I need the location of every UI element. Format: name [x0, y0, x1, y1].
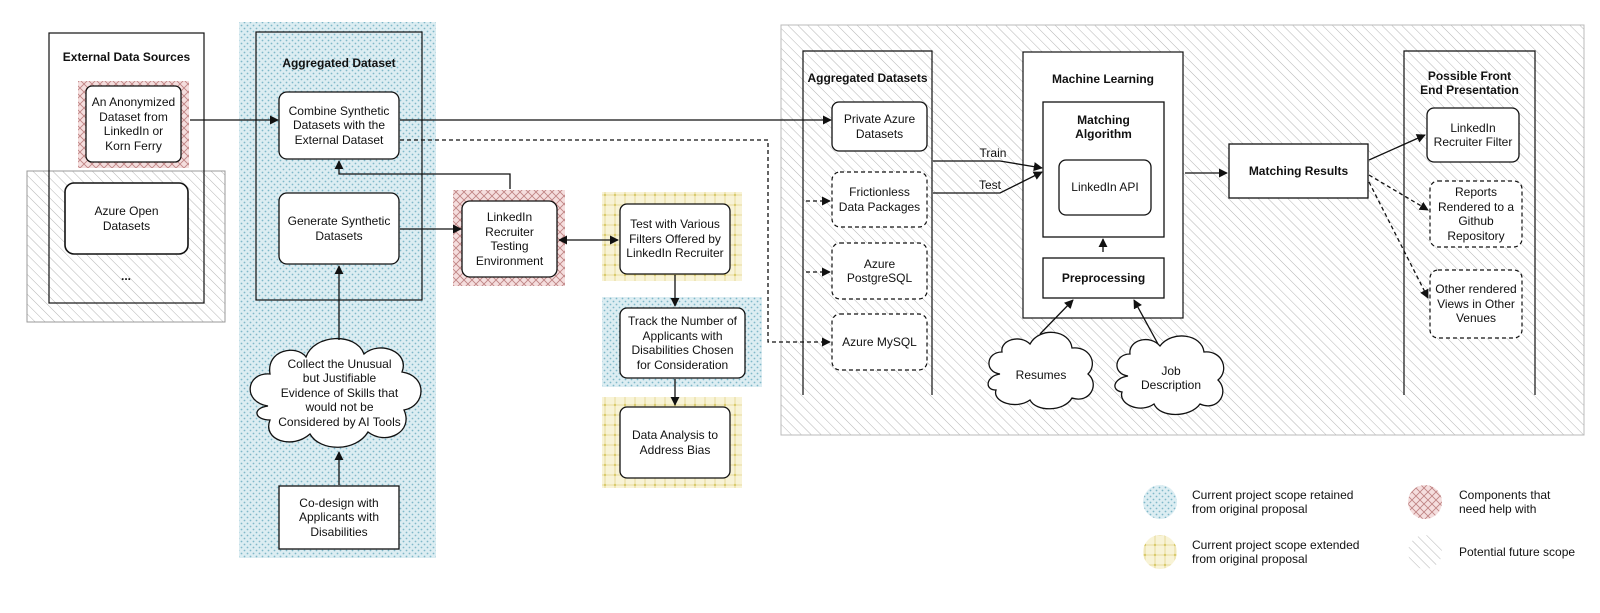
node-combine — [278, 91, 400, 160]
node-recruiter-filter — [1426, 107, 1520, 163]
edge-results-to-reports — [1368, 174, 1429, 211]
cloud-resumes — [987, 331, 1094, 410]
node-reports — [1429, 180, 1523, 248]
edge-results-to-other — [1368, 181, 1429, 299]
node-test-filters — [619, 203, 731, 275]
node-anonymized-dataset — [85, 85, 182, 163]
cloud-job-description — [1114, 335, 1225, 416]
legend-future-label: Potential future scope — [1459, 544, 1576, 559]
legend-extended-swatch — [1143, 535, 1177, 569]
node-private-azure-label: Private Azure Datasets — [843, 112, 916, 141]
node-azure-open — [64, 182, 189, 255]
node-data-analysis — [619, 406, 731, 479]
node-test-filters-label: Test with Various Filters Offered by Lin… — [626, 217, 724, 261]
node-mysql — [831, 313, 928, 371]
cloud-job-description-label: Job Description — [1140, 363, 1202, 393]
edge-results-to-filter — [1368, 134, 1426, 161]
node-linkedin-test-env — [461, 200, 558, 278]
machine-learning-title: Machine Learning — [1051, 71, 1155, 86]
node-linkedin-api — [1058, 159, 1152, 216]
ellipsis-label: ... — [120, 268, 131, 283]
edge-test-env-to-combine — [334, 160, 511, 189]
node-matching-results-label: Matching Results — [1248, 163, 1349, 178]
node-reports-label: Reports Rendered to a Github Repository — [1437, 185, 1515, 243]
external-sources-title: External Data Sources — [62, 49, 191, 64]
node-matching-results — [1228, 143, 1369, 199]
legend-help-swatch — [1408, 485, 1442, 519]
node-other-views — [1429, 269, 1523, 339]
node-track — [619, 307, 746, 379]
node-data-analysis-label: Data Analysis to Address Bias — [631, 428, 719, 457]
node-anonymized-dataset-label: An Anonymized Dataset from LinkedIn or K… — [91, 95, 176, 153]
node-generate-label: Generate Synthetic Datasets — [287, 214, 391, 243]
aggregated-datasets-frame — [802, 50, 933, 395]
legend-extended-label: Current project scope extended from orig… — [1192, 537, 1360, 567]
node-frictionless-label: Frictionless Data Packages — [838, 185, 921, 214]
node-mysql-label: Azure MySQL — [842, 334, 917, 349]
cloud-collect — [249, 337, 422, 448]
node-matching-algorithm-label: Matching Algorithm — [1075, 112, 1132, 142]
legend-retained-swatch — [1143, 485, 1177, 519]
node-postgres — [831, 242, 928, 300]
node-combine-label: Combine Synthetic Datasets with the Exte… — [288, 103, 390, 147]
edge-test — [933, 171, 1043, 194]
node-recruiter-filter-label: LinkedIn Recruiter Filter — [1433, 120, 1513, 150]
node-preprocessing-label: Preprocessing — [1061, 270, 1146, 285]
edge-resumes-to-preprocessing — [1039, 299, 1074, 335]
node-codesign — [278, 485, 400, 550]
node-azure-open-label: Azure Open Datasets — [94, 204, 159, 233]
legend-future-swatch — [1408, 535, 1442, 569]
legend-help-label: Components that need help with — [1459, 487, 1551, 517]
node-linkedin-api-label: LinkedIn API — [1071, 180, 1139, 195]
cloud-resumes-label: Resumes — [1015, 367, 1067, 382]
node-track-label: Track the Number of Applicants with Disa… — [628, 314, 737, 372]
edge-train-label: Train — [979, 145, 1007, 160]
node-codesign-label: Co-design with Applicants with Disabilit… — [298, 495, 380, 539]
legend-retained-label: Current project scope retained from orig… — [1192, 487, 1354, 517]
node-linkedin-test-env-label: LinkedIn Recruiter Testing Environment — [475, 210, 544, 268]
frontend-frame — [1403, 50, 1536, 395]
aggregated-dataset-title: Aggregated Dataset — [282, 55, 396, 70]
aggregated-datasets-title: Aggregated Datasets — [807, 70, 928, 85]
node-postgres-label: Azure PostgreSQL — [846, 256, 913, 286]
external-sources-frame — [48, 32, 205, 304]
frontend-title: Possible Front End Presentation — [1420, 68, 1519, 98]
node-private-azure — [831, 101, 928, 152]
edge-combine-to-mysql — [400, 139, 831, 347]
node-generate — [278, 192, 400, 265]
edge-train — [933, 160, 1043, 172]
edge-test-label: Test — [978, 177, 1001, 192]
node-preprocessing — [1042, 257, 1165, 299]
edge-job-to-preprocessing — [1133, 299, 1159, 345]
node-frictionless — [831, 171, 928, 228]
node-other-views-label: Other rendered Views in Other Venues — [1435, 282, 1517, 326]
cloud-collect-label: Collect the Unusual but Justifiable Evid… — [278, 356, 401, 429]
